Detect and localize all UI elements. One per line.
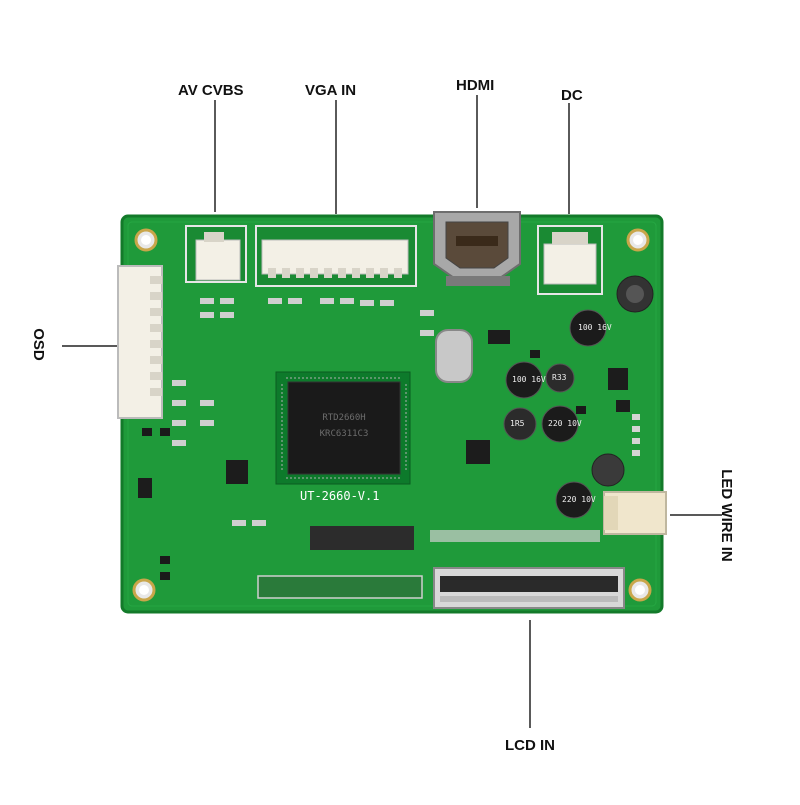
label-hdmi: HDMI (456, 77, 495, 94)
inductor (591, 453, 625, 487)
label-osd: OSD (29, 328, 47, 361)
mounting-holes (132, 228, 652, 602)
vga-in-connector (255, 225, 417, 287)
hdmi-connector (433, 211, 521, 286)
leader-lines (62, 95, 722, 728)
label-lcd-in: LCD IN (505, 737, 555, 754)
board-model-label: UT-2660-V.1 (300, 489, 379, 503)
main-chip: RTD2660H KRC6311C3 (275, 371, 411, 485)
led-pad-column (632, 414, 640, 456)
capacitor-label: 100 16V (578, 323, 612, 332)
crystal-oscillator (435, 329, 473, 383)
small-ics (138, 330, 630, 498)
smd-components (172, 298, 600, 542)
chip-marking-1: RTD2660H (322, 413, 365, 423)
dc-connector (537, 225, 603, 295)
osd-connector (117, 265, 163, 419)
label-dc: DC (561, 87, 583, 104)
capacitor-label: 220 10V (548, 419, 582, 428)
capacitors: 100 16V 100 16V R33 1R5 220 10V 220 10V (503, 309, 612, 519)
smd-transistors (142, 350, 586, 580)
chip-marking-2: KRC6311C3 (320, 429, 369, 439)
av-cvbs-connector (185, 225, 247, 283)
pin-header (310, 526, 414, 550)
label-led-wire-in: LED WIRE IN (717, 469, 735, 562)
label-av-cvbs: AV CVBS (178, 82, 244, 99)
capacitor-label: 100 16V (512, 375, 546, 384)
capacitor-label: 1R5 (510, 419, 525, 428)
capacitor-label: 220 10V (562, 495, 596, 504)
fpc-pads (257, 575, 423, 599)
label-vga-in: VGA IN (305, 82, 357, 99)
capacitor-label: R33 (552, 373, 567, 382)
led-wire-connector (603, 491, 667, 535)
lcd-in-connector (433, 567, 625, 609)
